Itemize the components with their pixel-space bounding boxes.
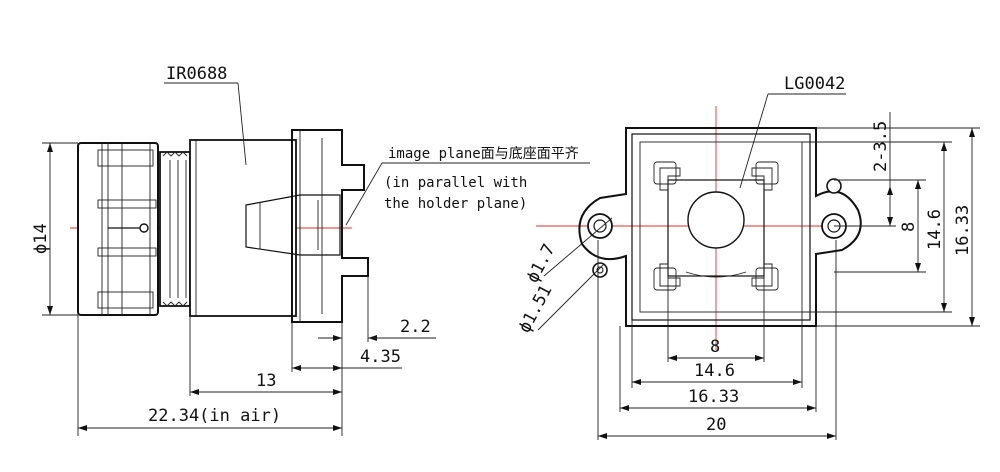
dim-16-33-horizontal-label: 16.33: [688, 387, 739, 407]
dim-8-horizontal-label: 8: [710, 337, 720, 357]
dim-8-vertical-label: 8: [899, 222, 919, 232]
dim-4-35-label: 4.35: [360, 347, 401, 367]
lens-side-view: IR0688 image plane面与底座面平齐 (in parallel w…: [31, 64, 590, 436]
lens-rear-body: [189, 139, 297, 317]
lens-front-barrel: [77, 142, 159, 316]
corner-clips: [653, 161, 779, 291]
lens-holder: [291, 129, 369, 323]
lens-model-label: IR0688: [166, 64, 227, 84]
lens-opening: [687, 191, 745, 249]
dia-14-label: ϕ14: [31, 223, 51, 254]
dim-2-2-label: 2.2: [400, 317, 431, 337]
holder-front-view: LG0042 ϕ1.7 ϕ1.51 2-3.5 8 14.6 16.33: [515, 74, 980, 440]
dim-22-34-label: 22.34(in air): [148, 406, 281, 426]
sensor-window: [667, 179, 765, 277]
parallel-note-line1: (in parallel with: [384, 175, 527, 191]
dia-1-51-label: ϕ1.51: [515, 282, 557, 337]
dim-20-label: 20: [706, 415, 726, 435]
dim-2-3-5-label: 2-3.5: [871, 121, 891, 172]
holder-model-label: LG0042: [784, 74, 845, 94]
dia-1-7-label: ϕ1.7: [523, 241, 560, 287]
lens-thread: [159, 151, 191, 307]
top-right-pin: [826, 178, 842, 194]
dim-14-6-horizontal-label: 14.6: [694, 361, 735, 381]
parallel-note-line2: the holder plane): [384, 196, 527, 212]
barrel-pin: [139, 223, 149, 233]
image-plane-note: image plane面与底座面平齐: [388, 146, 579, 162]
dim-16-33-vertical-label: 16.33: [953, 205, 973, 256]
dim-13-label: 13: [256, 371, 276, 391]
dim-14-6-vertical-label: 14.6: [925, 209, 945, 250]
